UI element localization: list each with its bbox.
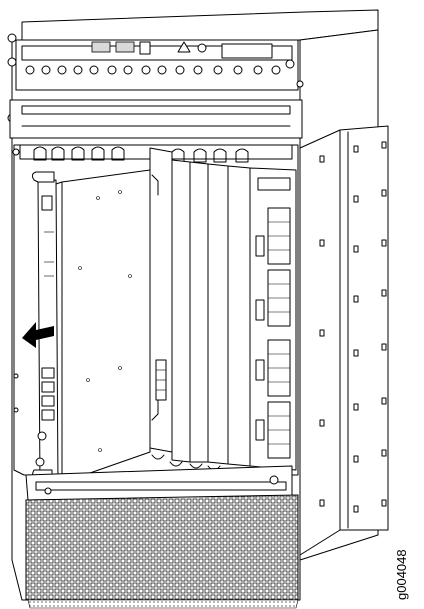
ejector-handle-row bbox=[33, 146, 249, 163]
alarm-led-row bbox=[25, 65, 281, 75]
removal-arrow-icon bbox=[22, 322, 54, 348]
air-intake-grille bbox=[25, 494, 299, 609]
mounting-rack-rail bbox=[299, 125, 389, 556]
port-block-icons bbox=[267, 207, 291, 459]
rack-hole-icons bbox=[319, 141, 387, 513]
upper-cable-manager bbox=[9, 99, 303, 139]
lower-cable-manager bbox=[25, 465, 293, 525]
cage-side-screws bbox=[12, 148, 20, 413]
port-interface-card bbox=[249, 167, 297, 471]
craft-interface-panel bbox=[15, 39, 299, 91]
figure-id-label: g004048 bbox=[394, 549, 409, 600]
upper-ejector-lever bbox=[31, 171, 55, 183]
faceplate-port-icons bbox=[41, 367, 55, 421]
installed-line-cards bbox=[149, 147, 251, 473]
